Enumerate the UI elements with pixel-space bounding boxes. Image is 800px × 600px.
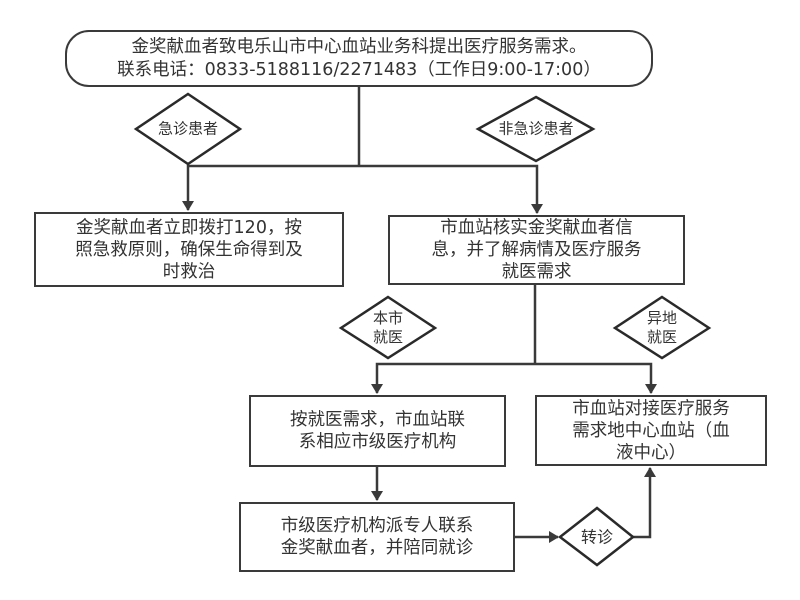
process-local-line-2: 系相应市级医疗机构 — [298, 432, 457, 452]
process-remote-line-1: 市血站对接医疗服务 — [572, 398, 730, 419]
decision-remote-line-1: 异地 — [646, 309, 678, 327]
decision-remote: 异地 就医 — [647, 309, 677, 347]
connector-split-remote — [535, 362, 657, 394]
process-escort-line-1: 市级医疗机构派专人联系 — [280, 516, 474, 536]
decision-local-shape — [338, 295, 438, 360]
decision-non-emergency: 非急诊患者 — [498, 120, 573, 139]
decision-local-line-1: 本市 — [372, 309, 404, 327]
process-emergency-line-3: 时救治 — [162, 261, 216, 282]
process-remote-contact: 市血站对接医疗服务 需求地中心血站（血 液中心） — [535, 395, 767, 466]
decision-emergency-label: 急诊患者 — [157, 119, 219, 138]
decision-remote-line-2: 就医 — [646, 328, 678, 346]
start-line-2: 联系电话：0833-5188116/2271483（工作日9:00-17:00） — [117, 59, 601, 80]
connector-split-non-emergency — [359, 164, 543, 214]
process-emergency-line-1: 金奖献血者立即拨打120，按 — [76, 217, 302, 238]
process-verify-line-2: 息，并了解病情及医疗服务 — [431, 240, 642, 260]
process-escort-line-2: 金奖献血者，并陪同就诊 — [280, 538, 474, 558]
decision-local-line-2: 就医 — [372, 328, 404, 346]
connector-split-emergency — [182, 164, 359, 211]
process-local-contact: 按就医需求，市血站联 系相应市级医疗机构 — [249, 395, 506, 467]
process-verify: 市血站核实金奖献血者信 息，并了解病情及医疗服务 就医需求 — [388, 215, 685, 285]
decision-non-emergency-shape — [475, 95, 596, 163]
decision-emergency: 急诊患者 — [158, 120, 218, 139]
process-emergency-line-2: 照急救原则，确保生命得到及 — [75, 239, 303, 260]
connector-split-local — [371, 362, 535, 394]
process-verify-line-1: 市血站核实金奖献血者信 — [440, 218, 633, 238]
process-emergency-action: 金奖献血者立即拨打120，按 照急救原则，确保生命得到及 时救治 — [34, 212, 344, 287]
process-remote-line-2: 需求地中心血站（血 — [572, 420, 730, 441]
start-line-1: 金奖献血者致电乐山市中心血站业务科提出医疗服务需求。 — [131, 36, 587, 57]
decision-remote-shape — [612, 295, 712, 360]
decision-transfer-label: 转诊 — [580, 527, 614, 547]
process-escort: 市级医疗机构派专人联系 金奖献血者，并陪同就诊 — [239, 502, 515, 572]
decision-transfer: 转诊 — [581, 528, 613, 547]
decision-emergency-shape — [133, 92, 243, 166]
decision-transfer-shape — [557, 506, 636, 567]
connector-transfer-remote — [633, 467, 656, 539]
process-local-line-1: 按就医需求，市血站联 — [290, 410, 465, 430]
process-verify-line-3: 就医需求 — [501, 262, 572, 282]
process-remote-line-3: 液中心） — [616, 442, 686, 463]
start-terminal: 金奖献血者致电乐山市中心血站业务科提出医疗服务需求。 联系电话：0833-518… — [65, 30, 653, 87]
decision-local: 本市 就医 — [373, 309, 403, 347]
decision-non-emergency-label: 非急诊患者 — [498, 119, 574, 138]
